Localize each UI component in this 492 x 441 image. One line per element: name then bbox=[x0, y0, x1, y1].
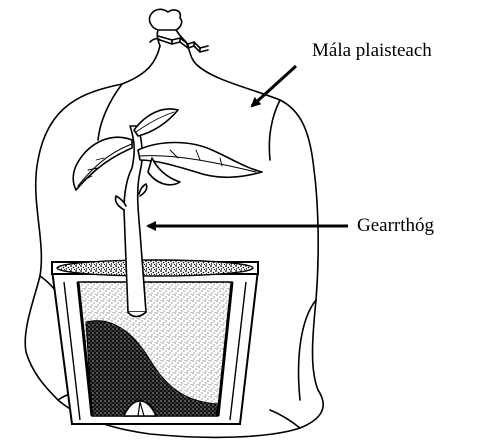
plastic-bag-label: Mála plaisteach bbox=[312, 41, 432, 60]
twist-tie-icon bbox=[149, 9, 208, 52]
cutting-label: Gearrthóg bbox=[357, 216, 434, 235]
bag-pointer-arrow bbox=[252, 66, 296, 106]
pot-icon bbox=[52, 260, 258, 424]
